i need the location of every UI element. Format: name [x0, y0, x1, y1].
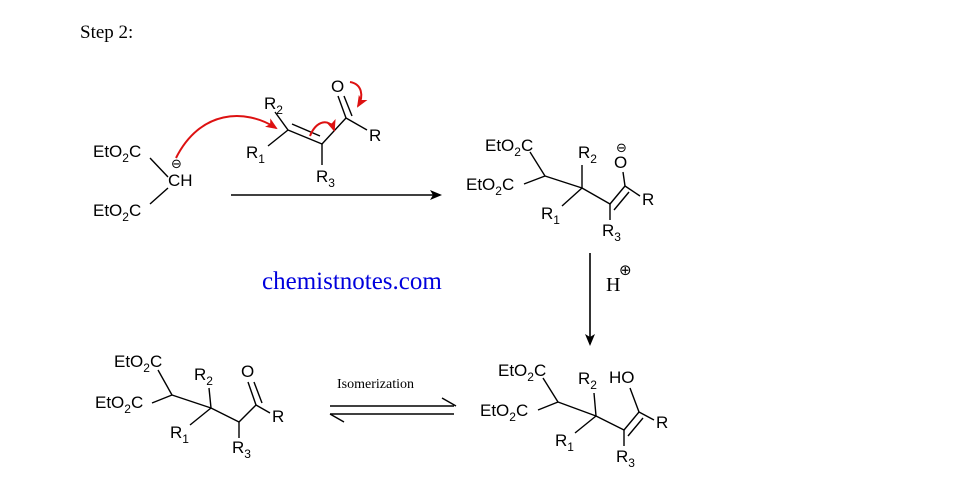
proton-charge: ⊕: [619, 262, 632, 279]
proton-label: H: [606, 274, 620, 296]
svg-text:HO: HO: [609, 368, 635, 387]
svg-text:EtO2C: EtO2C: [93, 142, 141, 165]
step-title: Step 2:: [80, 22, 134, 43]
svg-text:R2: R2: [264, 94, 283, 117]
malonate-anion: EtO2C EtO2C CH ⊖: [93, 142, 193, 224]
svg-text:R2: R2: [578, 369, 597, 392]
svg-text:EtO2C: EtO2C: [95, 393, 143, 416]
svg-text:R1: R1: [170, 423, 189, 446]
curved-arrow-attack: [175, 115, 278, 159]
svg-text:R2: R2: [194, 365, 213, 388]
svg-text:R: R: [369, 126, 381, 145]
svg-text:R: R: [656, 413, 668, 432]
equilibrium-arrows: [329, 397, 457, 423]
enol-product: EtO2C EtO2C R2 HO R R1 R3: [480, 361, 668, 470]
enolate-intermediate: EtO2C EtO2C R2 ⊖ O R R1 R3: [466, 136, 654, 244]
svg-text:⊖: ⊖: [171, 156, 182, 171]
svg-text:R3: R3: [602, 221, 621, 244]
svg-text:R: R: [272, 407, 284, 426]
svg-text:O: O: [331, 77, 344, 96]
svg-text:CH: CH: [168, 171, 193, 190]
keto-product: EtO2C EtO2C R2 O R R1 R3: [95, 352, 284, 461]
curved-arrow-pi: [309, 118, 336, 137]
svg-text:R3: R3: [316, 167, 335, 190]
svg-text:R1: R1: [246, 143, 265, 166]
curved-arrow-oxygen: [349, 81, 368, 108]
svg-text:R: R: [642, 190, 654, 209]
svg-text:R3: R3: [616, 447, 635, 470]
svg-text:EtO2C: EtO2C: [480, 401, 528, 424]
svg-text:R1: R1: [555, 431, 574, 454]
svg-text:⊖: ⊖: [616, 140, 627, 155]
svg-text:R1: R1: [541, 204, 560, 227]
svg-text:R2: R2: [578, 143, 597, 166]
svg-text:O: O: [241, 362, 254, 381]
svg-text:R3: R3: [232, 438, 251, 461]
svg-text:O: O: [614, 153, 627, 172]
watermark: chemistnotes.com: [262, 268, 442, 295]
svg-text:EtO2C: EtO2C: [93, 201, 141, 224]
svg-text:EtO2C: EtO2C: [485, 136, 533, 159]
isomerization-label: Isomerization: [337, 377, 414, 392]
svg-text:EtO2C: EtO2C: [114, 352, 162, 375]
enone: R2 R1 R3 O R: [246, 77, 381, 190]
svg-text:EtO2C: EtO2C: [466, 175, 514, 198]
svg-text:EtO2C: EtO2C: [498, 361, 546, 384]
